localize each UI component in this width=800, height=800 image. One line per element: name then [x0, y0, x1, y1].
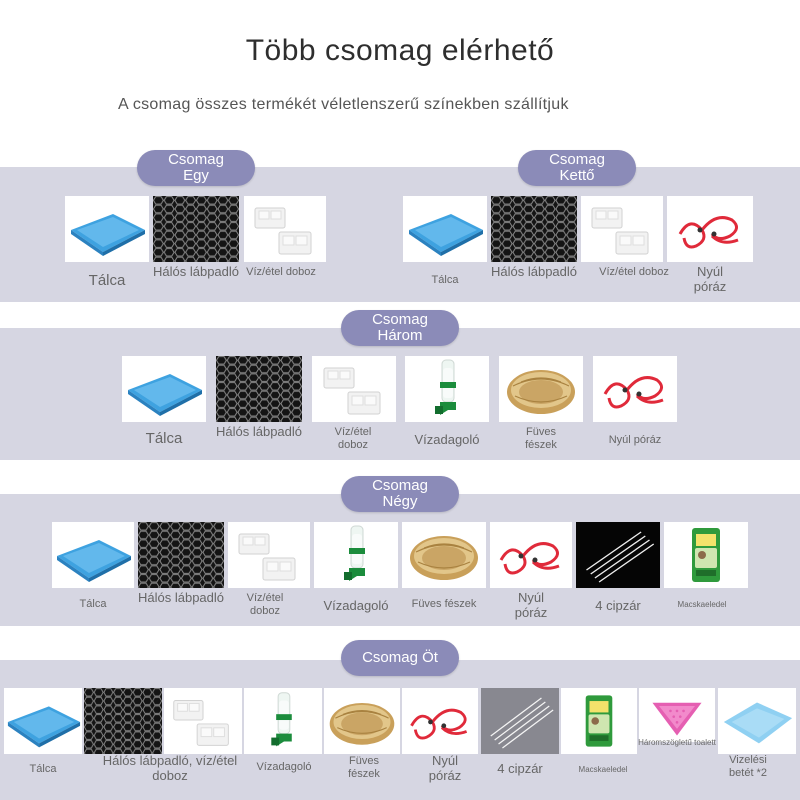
tray-image [122, 356, 206, 422]
item-label: Füves fészek [411, 598, 477, 610]
tray-image [52, 522, 134, 588]
package-3-title-line-2: Három [377, 327, 423, 344]
bowl-image [164, 688, 242, 754]
package-2-title-line-1: Csomag [549, 151, 605, 168]
mesh-floor-image [491, 196, 577, 262]
page-title: Több csomag elérhető [245, 34, 555, 67]
item-label: 4 cipzár [595, 598, 641, 613]
item-label: Füves fészek [525, 426, 557, 451]
tray-image [4, 688, 82, 754]
leash-image [402, 688, 478, 754]
bowl-image [244, 196, 326, 262]
leash-image [667, 196, 753, 262]
water-bottle-image [405, 356, 489, 422]
item-label: Vízadagoló [323, 598, 389, 613]
mesh-floor-image [153, 196, 239, 262]
mesh-floor-image [84, 688, 162, 754]
cable-ties-image [481, 688, 559, 754]
item-label: Nyúl póráz [428, 753, 462, 783]
item-label: Háromszögletű toalett [638, 738, 716, 747]
package-4-title: Csomag Négy [341, 476, 459, 512]
mesh-floor-image [138, 522, 224, 588]
package-band-3 [0, 328, 800, 460]
item-label: Nyúl póráz [514, 590, 548, 620]
item-label: Hálós lábpadló [153, 264, 240, 279]
package-5-title: Csomag Öt [341, 640, 459, 676]
leash-image [593, 356, 677, 422]
item-label: Tálca [431, 274, 459, 286]
package-3-title: Csomag Három [341, 310, 459, 346]
package-3-title-line-1: Csomag [372, 311, 428, 328]
item-label: Vízadagoló [414, 432, 480, 447]
item-label: Tálca [79, 598, 107, 610]
item-label: Macskaeledel [677, 600, 727, 609]
item-label: Füves fészek [348, 755, 380, 780]
item-label: Víz/étel doboz [246, 266, 316, 278]
package-2-title-line-2: Kettő [559, 167, 595, 184]
item-label: 4 cipzár [497, 761, 543, 776]
item-label: Hálós lábpadló, víz/étel doboz [102, 753, 238, 783]
item-label: Nyúl póráz [608, 434, 662, 446]
cat-food-image [561, 688, 637, 754]
cable-ties-image [576, 522, 660, 588]
triangle-toilet-image [639, 688, 715, 742]
package-1-title-line-1: Csomag [168, 151, 224, 168]
cat-food-image [664, 522, 748, 588]
item-label: Hálós lábpadló [216, 424, 303, 439]
package-4-title-line-1: Csomag [372, 477, 428, 494]
item-label: Tálca [88, 272, 126, 289]
water-bottle-image [314, 522, 398, 588]
bowl-image [581, 196, 663, 262]
package-2-title: Csomag Kettő [518, 150, 636, 186]
page-subtitle: A csomag összes termékét véletlenszerű s… [118, 96, 569, 113]
tray-image [403, 196, 487, 262]
grass-nest-image [324, 688, 400, 754]
item-label: Víz/étel doboz [334, 426, 372, 451]
item-label: Vízadagoló [256, 761, 312, 773]
grass-nest-image [499, 356, 583, 422]
grass-nest-image [402, 522, 486, 588]
package-1-title-line-2: Egy [183, 167, 209, 184]
package-1-title: Csomag Egy [137, 150, 255, 186]
item-label: Hálós lábpadló [138, 590, 225, 605]
item-label: Tálca [145, 430, 183, 447]
bowl-image [228, 522, 310, 588]
mesh-floor-image [216, 356, 302, 422]
urine-pad-image [718, 688, 796, 754]
package-5-title-line-1: Csomag Öt [362, 649, 438, 666]
bowl-image [312, 356, 396, 422]
item-label: Víz/étel doboz [599, 266, 669, 278]
package-4-title-line-2: Négy [382, 493, 418, 510]
item-label: Hálós lábpadló [491, 264, 578, 279]
tray-image [65, 196, 149, 262]
item-label: Nyúl póráz [693, 264, 727, 294]
item-label: Tálca [29, 763, 57, 775]
leash-image [490, 522, 572, 588]
item-label: Víz/étel doboz [246, 592, 284, 617]
item-label: Vizelési betét *2 [729, 754, 767, 779]
item-label: Macskaeledel [578, 765, 628, 774]
water-bottle-image [244, 688, 322, 754]
